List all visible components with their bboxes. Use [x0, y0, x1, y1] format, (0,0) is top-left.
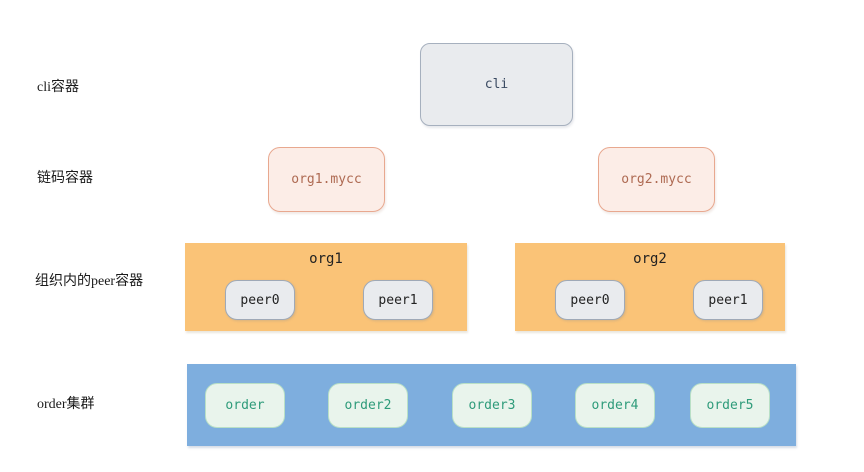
org-group-org1: org1 peer0 peer1 [185, 243, 467, 331]
order-node-label: order4 [591, 398, 639, 413]
chaincode-node-org2-mycc: org2.mycc [598, 147, 715, 212]
order-node-label: order3 [468, 398, 516, 413]
chaincode-node-label: org2.mycc [621, 172, 692, 187]
peer-node-org1-peer0: peer0 [225, 280, 295, 320]
order-node-order4: order4 [575, 383, 655, 428]
peer-node-label: peer1 [708, 292, 748, 308]
order-node-order3: order3 [452, 383, 532, 428]
order-node-order: order [205, 383, 285, 428]
order-node-label: order5 [706, 398, 754, 413]
peer-node-org2-peer1: peer1 [693, 280, 763, 320]
peer-node-label: peer0 [240, 292, 280, 308]
org-group-org2: org2 peer0 peer1 [515, 243, 785, 331]
chaincode-node-org1-mycc: org1.mycc [268, 147, 385, 212]
org-group-title: org1 [309, 251, 343, 267]
chaincode-node-label: org1.mycc [291, 172, 362, 187]
peer-node-label: peer1 [378, 292, 418, 308]
org-group-title: org2 [633, 251, 667, 267]
row-label-peer-containers: 组织内的peer容器 [35, 274, 144, 289]
peer-node-org1-peer1: peer1 [363, 280, 433, 320]
order-node-order5: order5 [690, 383, 770, 428]
row-label-cli-container: cli容器 [37, 80, 79, 95]
order-node-label: order [225, 398, 265, 413]
peer-node-org2-peer0: peer0 [555, 280, 625, 320]
cli-node-label: cli [484, 77, 509, 92]
order-cluster-group: order order2 order3 order4 order5 [187, 364, 796, 446]
order-node-order2: order2 [328, 383, 408, 428]
cli-node: cli [420, 43, 573, 126]
order-node-label: order2 [344, 398, 392, 413]
peer-node-label: peer0 [570, 292, 610, 308]
row-label-order-cluster: order集群 [37, 397, 95, 412]
row-label-chaincode-container: 链码容器 [37, 171, 93, 186]
